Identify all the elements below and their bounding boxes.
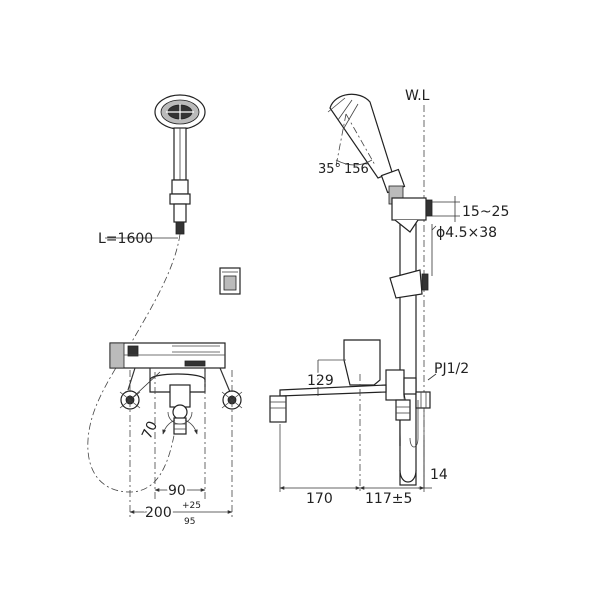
dim-90-label: 90: [168, 483, 186, 499]
head-dim-label: 156: [344, 162, 369, 177]
wall-117-label: 117±5: [365, 491, 412, 507]
pipe-leader: [427, 373, 437, 381]
bottom-bracket: [389, 269, 429, 299]
spout-170-label: 170: [306, 491, 333, 507]
angle-line-b: [345, 113, 376, 166]
dim-200-label: 200: [145, 505, 172, 521]
hose-length-label: L=1600: [98, 231, 153, 247]
dim-line-70: [129, 371, 161, 401]
dim-200-tol-minus: 95: [184, 517, 195, 527]
angle-line-a: [335, 113, 347, 167]
shower-hose: [87, 233, 181, 493]
bracket-spacing-label: 15~25: [462, 204, 509, 220]
screw-spec-label: ϕ4.5×38: [436, 225, 497, 241]
offset-14-label: 14: [430, 467, 448, 483]
angle-label: 35°: [318, 162, 341, 177]
shower-head-front: [154, 94, 206, 235]
height-129-label: 129: [307, 373, 334, 389]
hook-bracket-front: [219, 267, 241, 295]
dim-70-label: 70: [139, 419, 161, 442]
spout-side: [269, 384, 387, 423]
mixer-body-side: [343, 339, 431, 448]
angle-arc: [335, 159, 373, 166]
slide-bar: [399, 204, 417, 486]
dim-200-tol-plus: +25: [182, 501, 201, 511]
pipe-thread-label: PJ1/2: [434, 361, 469, 377]
water-level-label: W.L: [405, 88, 430, 104]
top-bracket: [391, 197, 433, 233]
